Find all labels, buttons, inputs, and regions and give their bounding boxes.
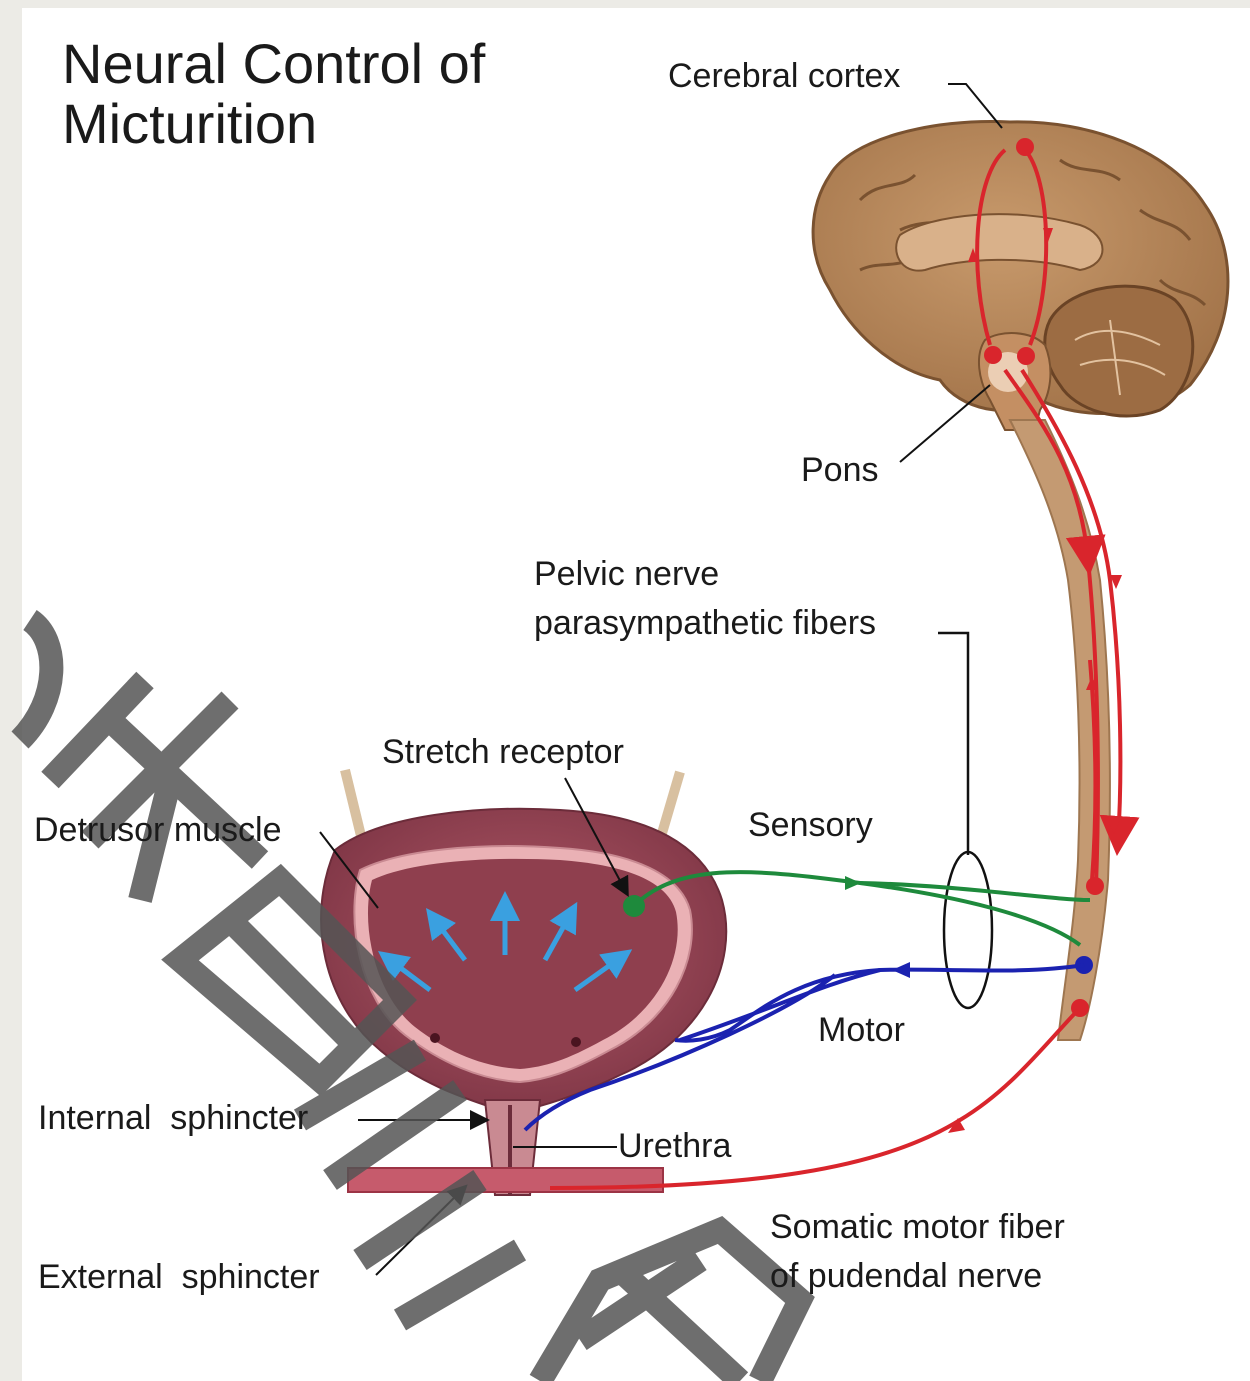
label-cerebral-cortex: Cerebral cortex: [668, 56, 900, 96]
label-somatic-motor-fiber: Somatic motor fiber: [770, 1207, 1065, 1247]
label-pelvic-nerve: Pelvic nerve: [534, 554, 719, 594]
label-stretch-receptor: Stretch receptor: [382, 732, 624, 772]
brain: [813, 122, 1228, 430]
label-urethra: Urethra: [618, 1126, 731, 1166]
label-detrusor-muscle: Detrusor muscle: [34, 810, 282, 850]
label-pudendal-nerve: of pudendal nerve: [770, 1256, 1042, 1296]
stretch-receptor-dot: [623, 895, 645, 917]
label-motor: Motor: [818, 1010, 905, 1050]
label-parasympathetic-fibers: parasympathetic fibers: [534, 603, 876, 643]
label-sensory: Sensory: [748, 805, 873, 845]
label-internal-sphincter: Internal sphincter: [38, 1098, 308, 1138]
pelvic-nerve-indicator: [938, 633, 992, 1008]
label-external-sphincter: External sphincter: [38, 1257, 320, 1297]
diagram-title: Neural Control of Micturition: [62, 34, 485, 154]
label-pons: Pons: [801, 450, 879, 490]
motor-arrow: [892, 962, 910, 978]
